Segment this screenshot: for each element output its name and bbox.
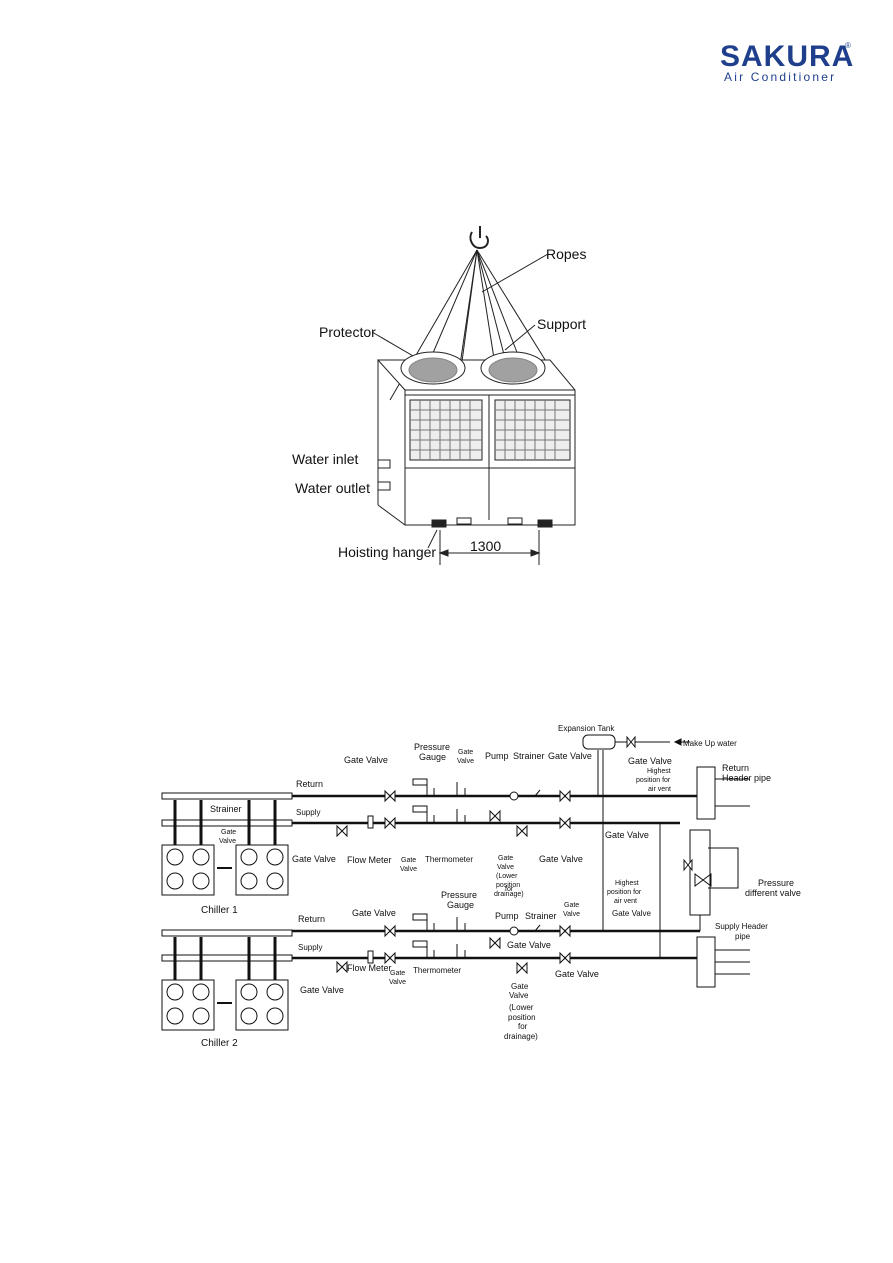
gate-valve-stack-4b: Valve — [563, 911, 580, 918]
make-up-water-label: Make Up water — [683, 739, 737, 748]
air-vent-1-label-2: position for — [636, 777, 671, 784]
dimension-label: 1300 — [470, 538, 501, 554]
gate-valve-stack-3a: Gate — [401, 857, 416, 864]
flow-meter-label-2: Flow Meter — [347, 963, 392, 973]
gate-valve-stack-3b: Valve — [400, 866, 417, 873]
pressure-diff-valve-label-2: different valve — [745, 888, 801, 898]
air-vent-2-label-3: air vent — [614, 898, 637, 905]
make-up-arrow-icon — [673, 738, 690, 746]
strainer-label-chiller: Strainer — [210, 804, 242, 814]
pressure-gauge-label-1a: Pressure — [414, 742, 450, 752]
air-vent-1-label-3: air vent — [648, 786, 671, 793]
chiller-1-label: Chiller 1 — [201, 905, 238, 916]
gate-valve-label-s1a: Gate Valve — [292, 854, 336, 864]
gate-valve-label-s2b: Gate Valve — [555, 969, 599, 979]
supply-header-pipe — [696, 936, 716, 988]
registered-mark: ® — [845, 41, 851, 50]
expansion-tank — [582, 734, 616, 750]
gate-valve-label-r1c: Gate Valve — [628, 756, 672, 766]
water-outlet-label: Water outlet — [295, 480, 370, 496]
water-inlet-label: Water inlet — [292, 451, 359, 467]
gate-valve-stack-5a: Gate — [390, 970, 405, 977]
chiller-2-rail — [161, 929, 293, 937]
logo-wordmark: SAKURA — [720, 40, 855, 73]
gate-valve-label-r1b: Gate Valve — [548, 751, 592, 761]
air-vent-2-label-1: Highest — [615, 880, 639, 887]
chiller-1-module — [161, 844, 215, 896]
pressure-gauge-label-2b: Gauge — [447, 900, 474, 910]
pressure-diff-valve-label-1: Pressure — [758, 878, 794, 888]
return-label-2: Return — [298, 914, 325, 924]
hoisting-diagram: Ropes Support Protector Water inlet Wate… — [292, 226, 586, 565]
support-label: Support — [537, 316, 586, 332]
supply-label-2: Supply — [298, 943, 322, 952]
hook-icon — [469, 231, 489, 250]
supply-label-1: Supply — [296, 808, 320, 817]
drain-1-line-6: drainage) — [494, 891, 524, 898]
air-vent-2-label-2: position for — [607, 889, 642, 896]
return-label-1: Return — [296, 779, 323, 789]
drain-1-line-5: for — [505, 886, 514, 893]
strainer-label-2: Strainer — [525, 911, 557, 921]
hoisting-hanger-label: Hoisting hanger — [338, 544, 436, 560]
gate-valve-label-s1c: Gate Valve — [605, 830, 649, 840]
gate-valve-stack-1b: Valve — [457, 758, 474, 765]
drain-2-line-6: drainage) — [504, 1032, 538, 1041]
drain-1-line-4: position — [496, 882, 520, 889]
drain-1-line-1: Gate — [498, 855, 513, 862]
gate-valve-stack-2a: Gate — [221, 829, 236, 836]
gate-valve-label-s2a: Gate Valve — [300, 985, 344, 995]
pump-label-1: Pump — [485, 751, 509, 761]
drain-2-line-1: Gate — [511, 982, 529, 991]
protector-label: Protector — [319, 324, 376, 340]
return-header-label-2: Header pipe — [722, 773, 771, 783]
supply-header-label-1: Supply Header — [715, 922, 768, 931]
drain-1-line-3: (Lower — [496, 873, 518, 880]
pressure-gauge-label-1b: Gauge — [419, 752, 446, 762]
gate-valve-stack-1a: Gate — [458, 749, 473, 756]
return-header-pipe — [696, 766, 716, 820]
flow-meter-label-1: Flow Meter — [347, 855, 392, 865]
return-header-label-1: Return — [722, 763, 749, 773]
chiller-1-rail — [161, 792, 293, 800]
supply-header-label-2: pipe — [735, 932, 751, 941]
drain-2-line-4: position — [508, 1013, 536, 1022]
sakura-logo: SAKURA ® Air Conditioner — [718, 40, 858, 90]
air-vent-1-label-1: Highest — [647, 768, 671, 775]
logo-tagline: Air Conditioner — [724, 70, 837, 84]
chiller-2-module — [161, 979, 215, 1031]
thermometer-label-1: Thermometer — [425, 855, 473, 864]
drain-2-line-2: Valve — [509, 991, 529, 1000]
gate-valve-label-r1: Gate Valve — [344, 755, 388, 765]
gate-valve-stack-4a: Gate — [564, 902, 579, 909]
gate-valve-stack-2b: Valve — [219, 838, 236, 845]
gate-valve-label-r2c: Gate Valve — [612, 909, 652, 918]
expansion-tank-label: Expansion Tank — [558, 724, 615, 733]
gate-valve-stack-5b: Valve — [389, 979, 406, 986]
thermometer-label-2: Thermometer — [413, 966, 461, 975]
pressure-gauge-label-2a: Pressure — [441, 890, 477, 900]
gate-valve-label-pump2: Gate Valve — [507, 940, 551, 950]
ropes-label: Ropes — [546, 246, 586, 262]
gate-valve-label-r2: Gate Valve — [352, 908, 396, 918]
drain-1-line-2: Valve — [497, 864, 514, 871]
drain-2-line-3: (Lower — [509, 1003, 534, 1012]
strainer-label-1: Strainer — [513, 751, 545, 761]
pump-label-2: Pump — [495, 911, 519, 921]
gate-valve-label-s1b: Gate Valve — [539, 854, 583, 864]
drain-2-line-5: for — [518, 1022, 528, 1031]
chiller-2-label: Chiller 2 — [201, 1038, 238, 1049]
